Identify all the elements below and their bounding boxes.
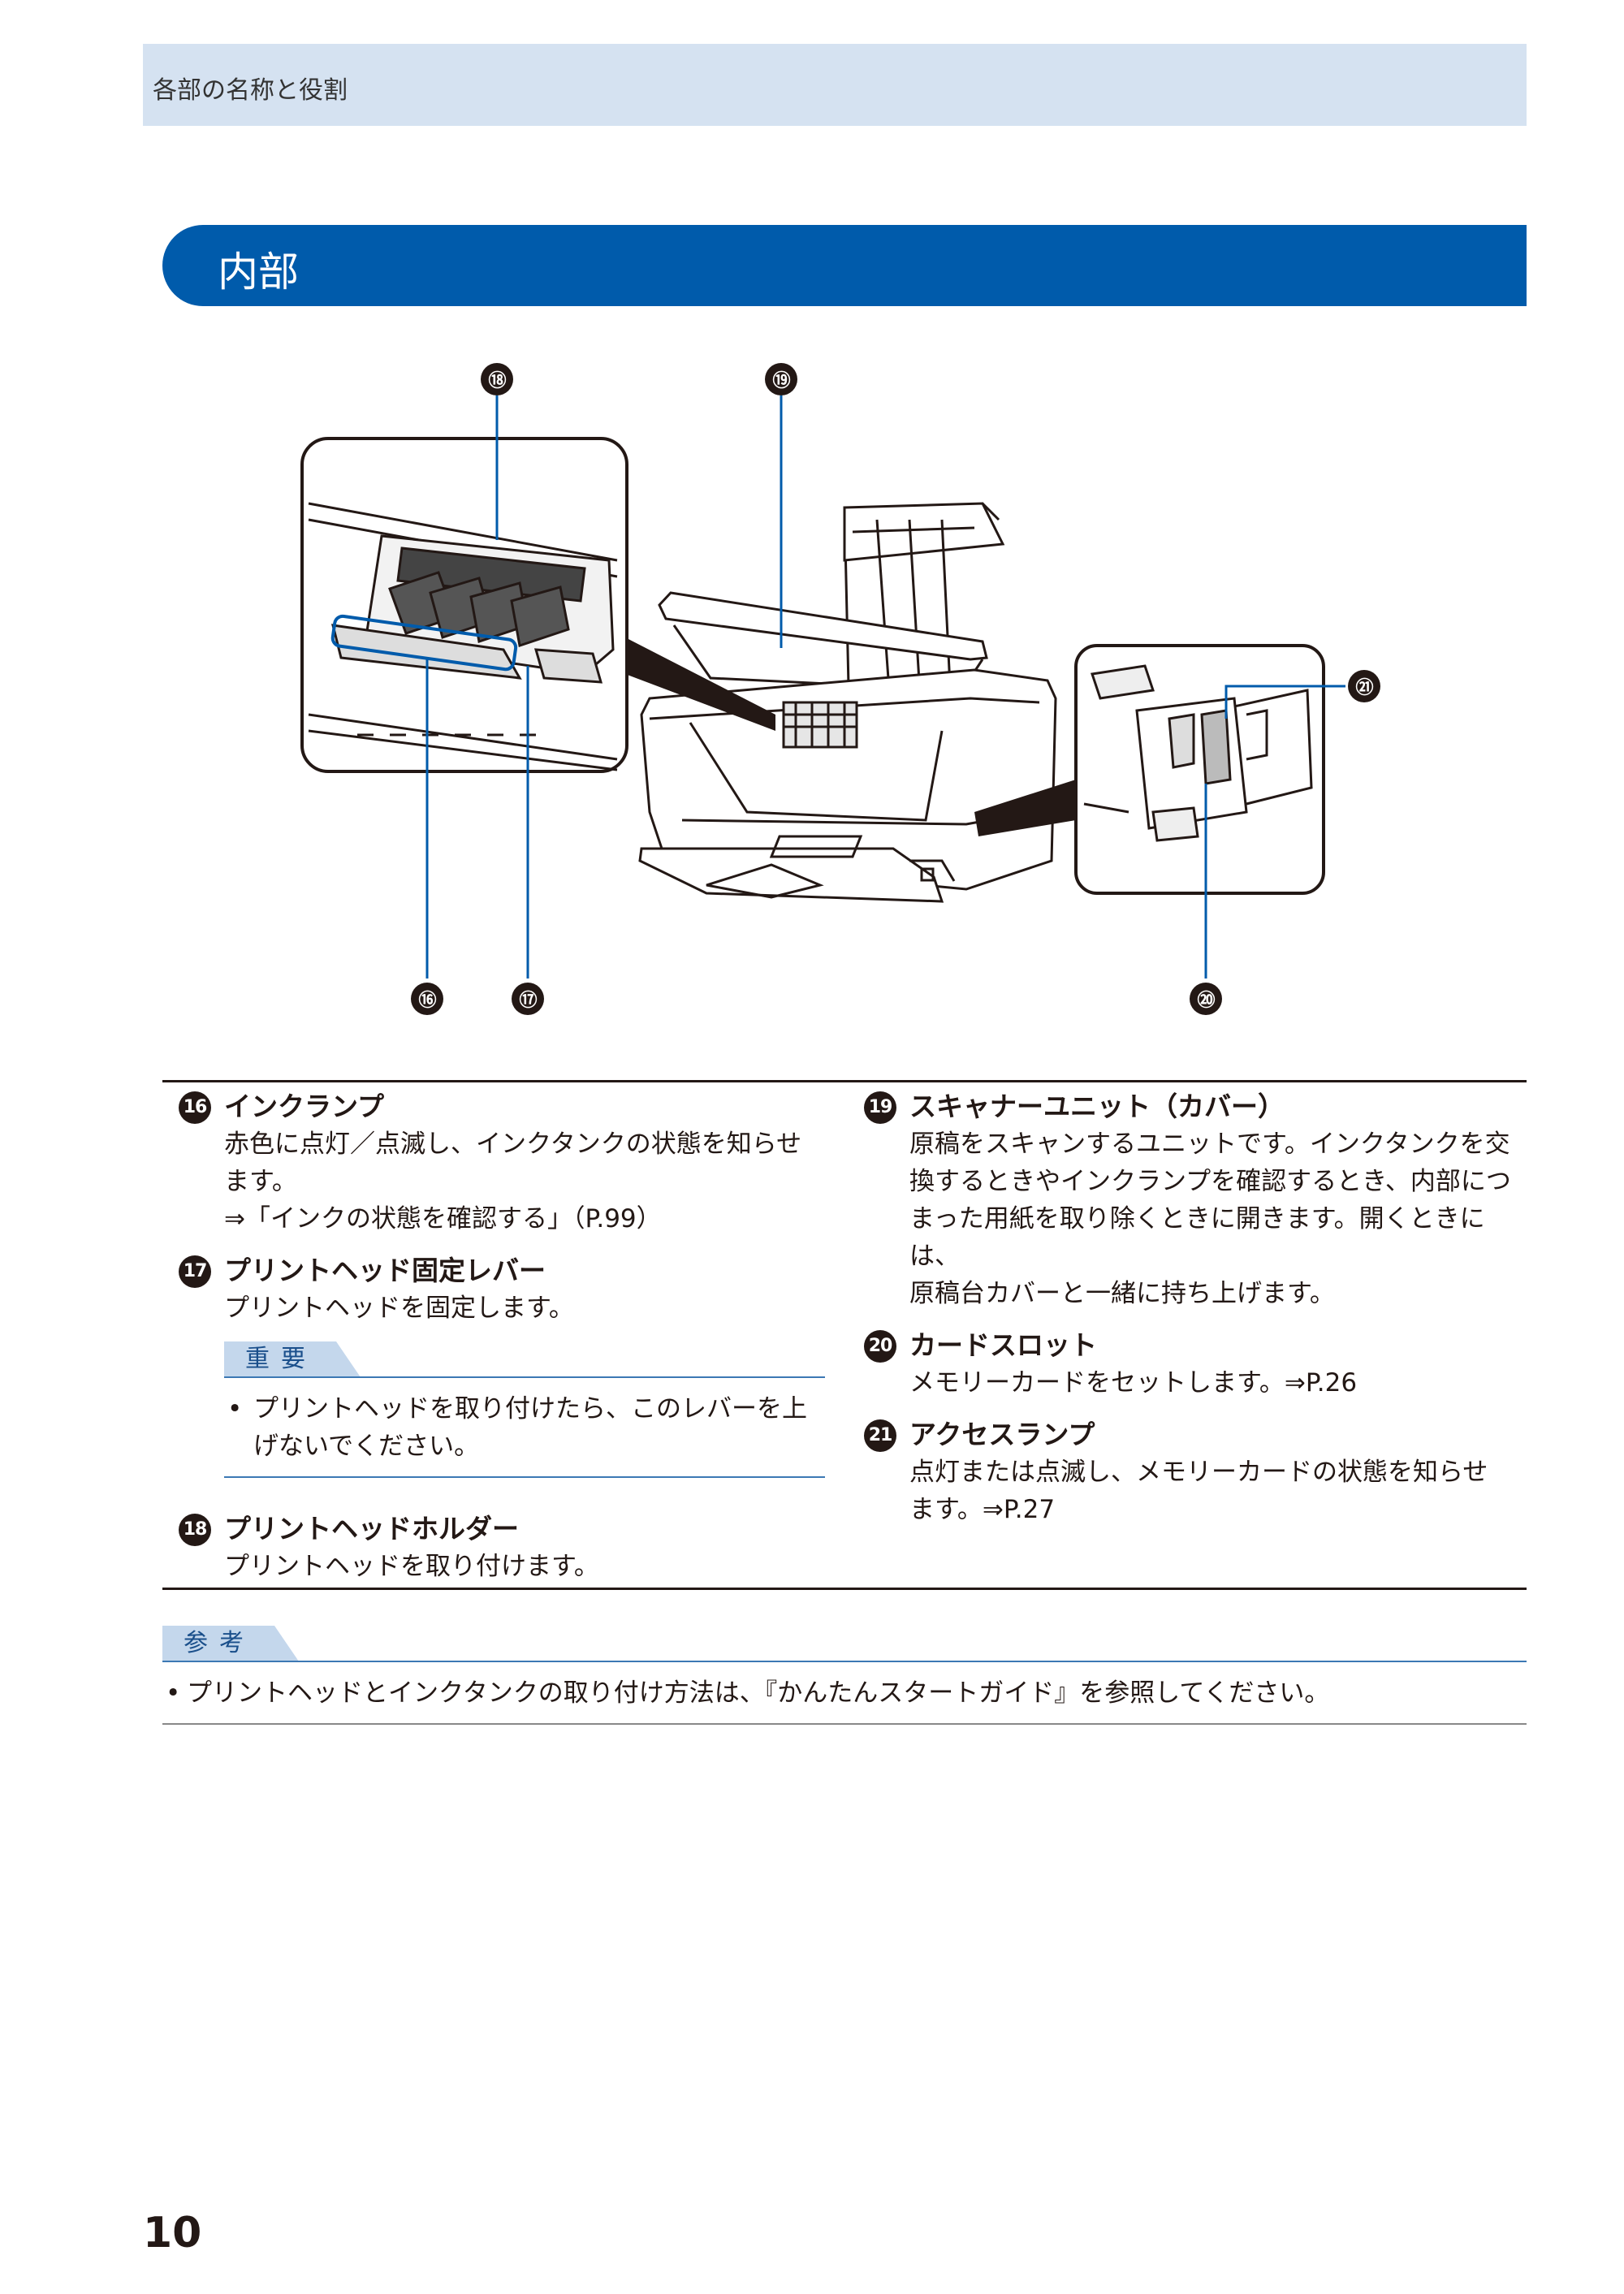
item-description: メモリーカードをセットします。⇒P.26	[909, 1368, 1358, 1398]
note-box: 参考 プリントヘッドとインクタンクの取り付け方法は、『かんたんスタートガイド』を…	[162, 1626, 1527, 1725]
item-number: 16	[179, 1091, 211, 1124]
important-bullet: プリントヘッドを取り付けたら、このレバーを上 げないでください。	[224, 1390, 825, 1465]
header-section-name: 各部の名称と役割	[153, 76, 348, 105]
right-description-column: 19 スキャナーユニット（カバー） 原稿をスキャンするユニットです。インクタンク…	[864, 1088, 1530, 1543]
item-title: スキャナーユニット（カバー）	[909, 1091, 1285, 1122]
item-description: 点灯または点滅し、メモリーカードの状態を知らせ ます。⇒P.27	[909, 1458, 1488, 1524]
ink-lamp-highlight	[330, 614, 518, 672]
callout-19: ⑲	[765, 363, 797, 395]
item-number: 18	[179, 1514, 211, 1546]
item-title: プリントヘッドホルダー	[224, 1513, 519, 1544]
inset-wedge-right	[974, 780, 1076, 836]
item-scanner-unit: 19 スキャナーユニット（カバー） 原稿をスキャンするユニットです。インクタンク…	[864, 1088, 1530, 1312]
item-print-head-holder: 18 プリントヘッドホルダー プリントヘッドを取り付けます。	[179, 1510, 828, 1585]
callout-20: ⑳	[1190, 983, 1222, 1015]
item-description: プリントヘッドを取り付けます。	[224, 1552, 599, 1581]
page-number: 10	[143, 2209, 202, 2257]
item-number: 17	[179, 1255, 211, 1288]
note-label: 参考	[162, 1626, 299, 1661]
callout-leader-lines	[425, 395, 1345, 979]
item-title: プリントヘッド固定レバー	[224, 1255, 546, 1286]
item-description: プリントヘッドを固定します。	[224, 1294, 574, 1323]
note-bullet: プリントヘッドとインクタンクの取り付け方法は、『かんたんスタートガイド』を参照し…	[162, 1674, 1527, 1712]
section-title-bar: 内部	[162, 225, 1527, 306]
printer-interior-illustration	[300, 395, 1345, 979]
callout-21: ㉑	[1348, 670, 1380, 702]
item-number: 19	[864, 1091, 896, 1124]
item-title: カードスロット	[909, 1329, 1097, 1361]
header-band: 各部の名称と役割	[143, 44, 1527, 126]
callout-16: ⑯	[411, 983, 443, 1015]
callout-18: ⑱	[481, 363, 513, 395]
left-description-column: 16 インクランプ 赤色に点灯／点滅し、インクタンクの状態を知らせ ます。 ⇒「…	[179, 1088, 828, 1600]
item-ink-lamp: 16 インクランプ 赤色に点灯／点滅し、インクタンクの状態を知らせ ます。 ⇒「…	[179, 1088, 828, 1238]
item-print-head-lock-lever: 17 プリントヘッド固定レバー プリントヘッドを固定します。	[179, 1252, 828, 1327]
section-title: 内部	[218, 248, 299, 296]
important-box: 重要 プリントヘッドを取り付けたら、このレバーを上 げないでください。	[224, 1341, 825, 1478]
callout-17: ⑰	[512, 983, 544, 1015]
print-head-inset	[300, 437, 628, 773]
item-description: 赤色に点灯／点滅し、インクタンクの状態を知らせ ます。 ⇒「インクの状態を確認す…	[224, 1130, 802, 1233]
item-number: 21	[864, 1419, 896, 1452]
item-access-lamp: 21 アクセスランプ 点灯または点滅し、メモリーカードの状態を知らせ ます。⇒P…	[864, 1416, 1530, 1528]
item-title: アクセスランプ	[909, 1419, 1095, 1450]
printer-body-drawing	[638, 502, 1057, 903]
item-title: インクランプ	[224, 1091, 385, 1122]
item-description: 原稿をスキャンするユニットです。インクタンクを交 換するときやインクランプを確認…	[909, 1130, 1511, 1308]
description-top-rule	[162, 1080, 1527, 1082]
item-card-slot: 20 カードスロット メモリーカードをセットします。⇒P.26	[864, 1327, 1530, 1402]
card-slot-inset	[1074, 644, 1325, 895]
important-label: 重要	[224, 1341, 361, 1377]
item-number: 20	[864, 1330, 896, 1363]
inset-wedge-left	[625, 637, 775, 731]
description-bottom-rule	[162, 1588, 1527, 1590]
